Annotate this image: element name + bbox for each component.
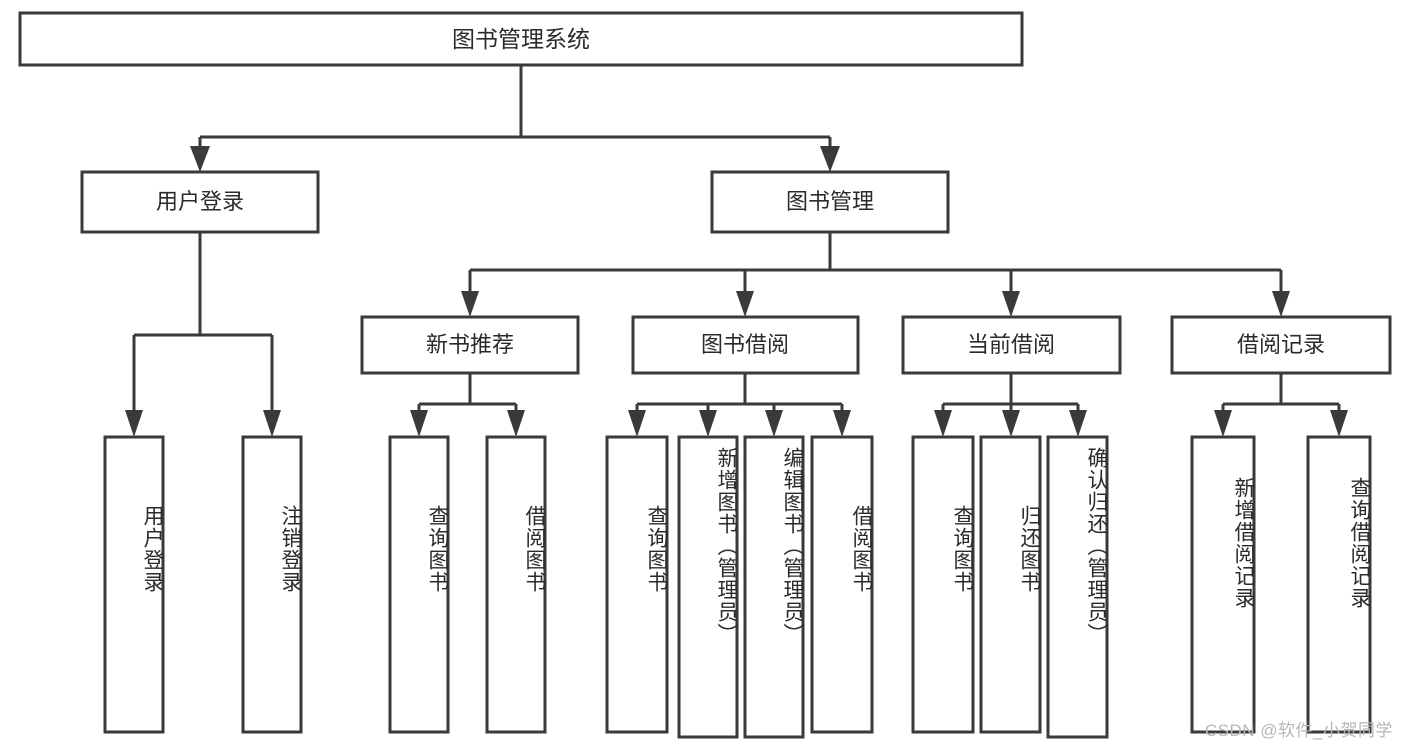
leaf-box-edit-book-admin[interactable]: [743, 435, 805, 739]
leaf-box-borrow-book-new[interactable]: [485, 435, 547, 734]
arrow-down-icon: [820, 146, 840, 172]
csdn-watermark: CSDN @软件_小贺同学: [1204, 721, 1393, 740]
arrow-down-icon: [190, 146, 210, 172]
node-book-borrow-label: 图书借阅: [701, 332, 789, 357]
node-root-label: 图书管理系统: [452, 26, 590, 52]
arrow-down-icon: [736, 291, 754, 317]
arrow-down-icon: [410, 410, 428, 437]
node-borrow-record-box[interactable]: [1170, 315, 1392, 375]
arrow-down-icon: [1002, 291, 1020, 317]
node-borrow-record[interactable]: 借阅记录: [1170, 315, 1392, 375]
leaf-box-query-book-new[interactable]: [388, 435, 450, 734]
leaf-box-add-borrow-record[interactable]: [1190, 435, 1256, 734]
node-user-login-box[interactable]: [80, 170, 320, 234]
leaf-box-add-book-admin[interactable]: [677, 435, 739, 739]
node-root-box[interactable]: [18, 11, 1024, 67]
leaf-box-user-login[interactable]: [103, 435, 165, 734]
arrow-down-icon: [1214, 410, 1232, 437]
arrow-down-icon: [1330, 410, 1348, 437]
node-book-management-label: 图书管理: [786, 189, 874, 214]
leaf-box-logout[interactable]: [241, 435, 303, 734]
node-book-management[interactable]: 图书管理: [710, 170, 950, 234]
leaf-box-layer: [103, 435, 1372, 739]
arrow-down-icon: [1272, 291, 1290, 317]
leaf-box-confirm-return-admin[interactable]: [1046, 435, 1109, 739]
node-current-borrow[interactable]: 当前借阅: [901, 315, 1122, 375]
arrow-down-icon: [507, 410, 525, 437]
leaf-box-borrow-book[interactable]: [810, 435, 874, 734]
arrow-down-icon: [934, 410, 952, 437]
arrow-down-icon: [628, 410, 646, 437]
node-new-book-recommend[interactable]: 新书推荐: [360, 315, 580, 375]
arrow-down-icon: [699, 410, 717, 437]
arrow-down-icon: [461, 291, 479, 317]
leaf-box-return-book[interactable]: [979, 435, 1042, 734]
node-book-management-box[interactable]: [710, 170, 950, 234]
arrow-down-icon: [833, 410, 851, 437]
leaf-box-query-book-current[interactable]: [911, 435, 975, 734]
arrow-down-icon: [1002, 410, 1020, 437]
node-borrow-record-label: 借阅记录: [1237, 332, 1325, 357]
node-book-borrow[interactable]: 图书借阅: [631, 315, 860, 375]
node-user-login-label: 用户登录: [156, 189, 244, 214]
arrow-down-icon: [125, 410, 143, 437]
node-root[interactable]: 图书管理系统: [18, 11, 1024, 67]
arrow-down-icon: [263, 410, 281, 437]
node-current-borrow-box[interactable]: [901, 315, 1122, 375]
connector-layer: [125, 65, 1348, 437]
leaf-box-query-borrow-record[interactable]: [1306, 435, 1372, 734]
leaf-box-query-book-borrow[interactable]: [605, 435, 669, 734]
node-current-borrow-label: 当前借阅: [967, 332, 1055, 357]
arrow-down-icon: [765, 410, 783, 437]
node-book-borrow-box[interactable]: [631, 315, 860, 375]
node-user-login[interactable]: 用户登录: [80, 170, 320, 234]
node-new-book-recommend-label: 新书推荐: [426, 332, 514, 357]
node-new-book-recommend-box[interactable]: [360, 315, 580, 375]
arrow-down-icon: [1069, 410, 1087, 437]
